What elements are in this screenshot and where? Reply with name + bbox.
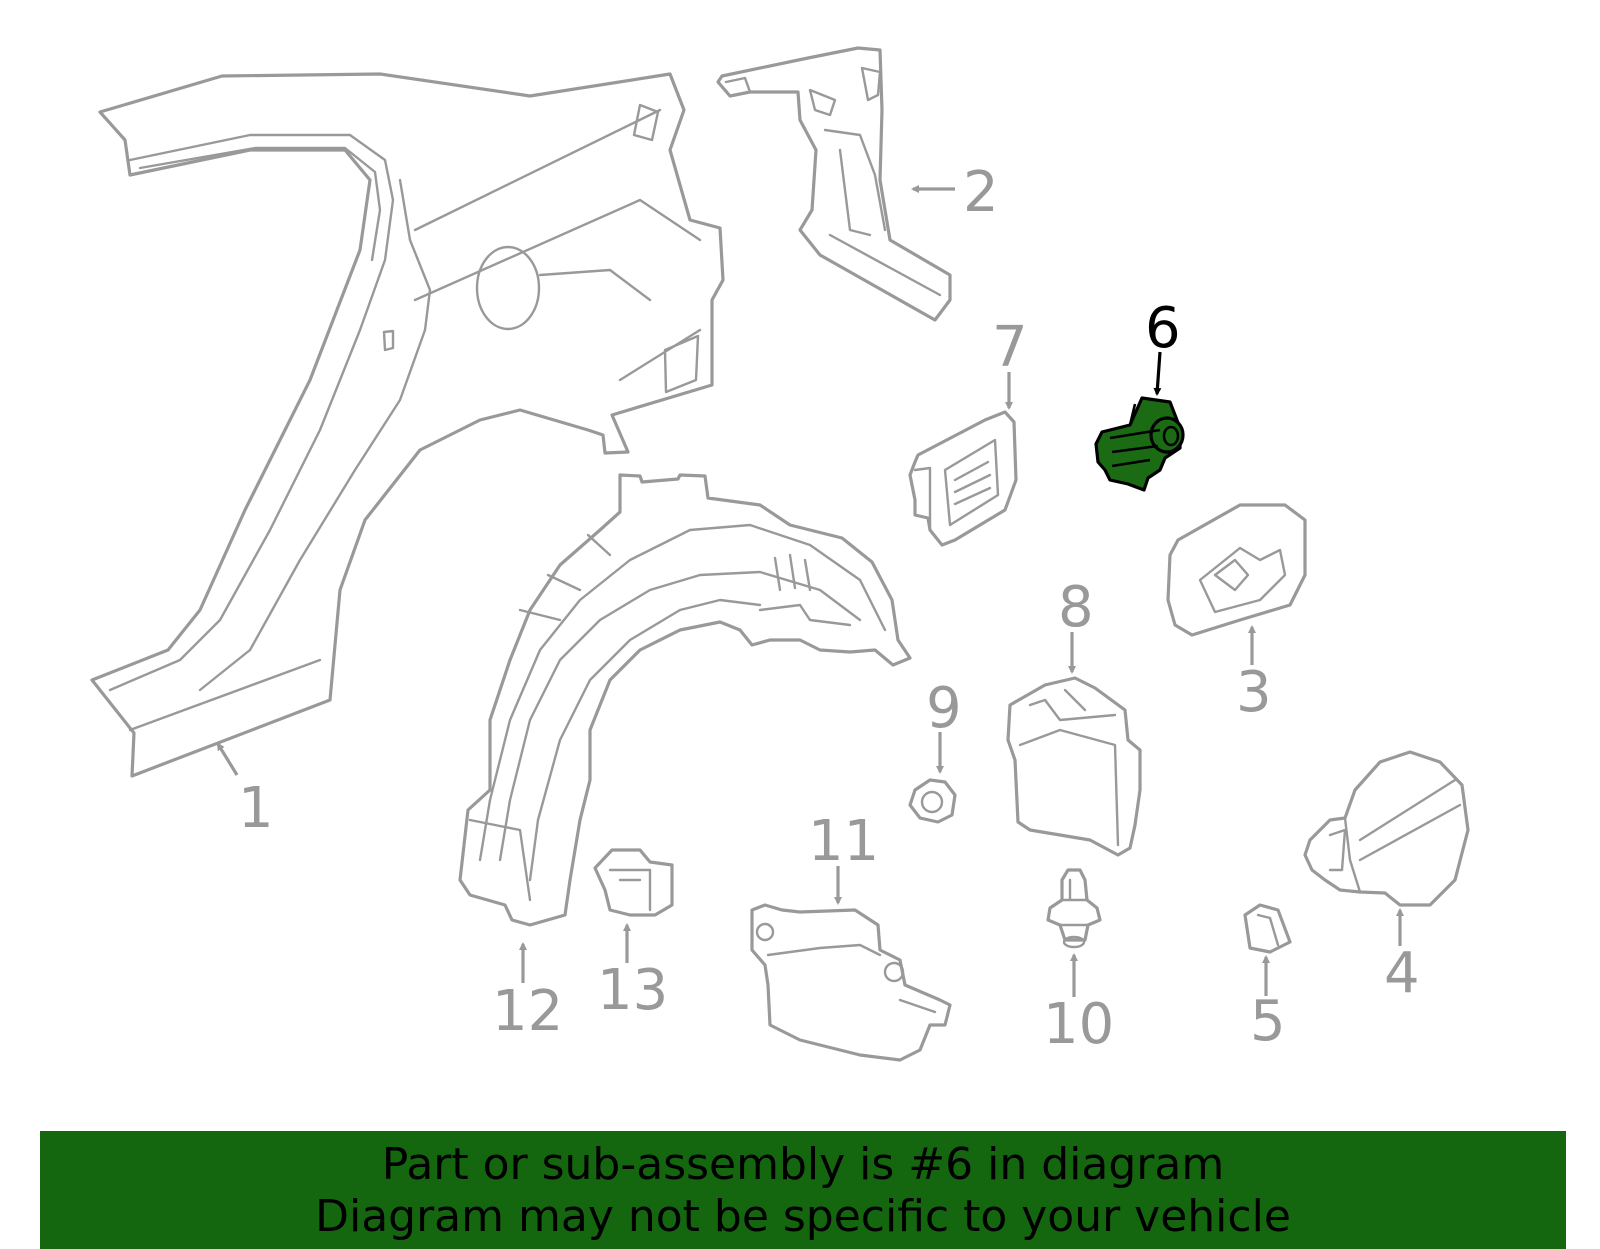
part-11-bracket[interactable] [750,903,952,1062]
part-1-quarter-panel[interactable] [90,72,725,778]
callout-4: 4 [1384,941,1420,1006]
callout-12: 12 [492,979,563,1044]
part-7-fuel-door-housing[interactable] [908,410,1018,547]
part-5-clip[interactable] [1243,903,1292,954]
callout-3: 3 [1236,660,1272,725]
callout-1-arrow [216,742,239,776]
callout-2: 2 [963,160,999,225]
banner-line-2: Diagram may not be specific to your vehi… [315,1191,1291,1242]
callout-8: 8 [1058,575,1094,640]
part-2-bracket[interactable] [716,46,952,322]
callout-10: 10 [1043,992,1114,1057]
callout-13: 13 [597,958,668,1023]
info-banner: Part or sub-assembly is #6 in diagram Di… [40,1131,1566,1249]
callout-9: 9 [926,676,962,741]
part-9-nut[interactable] [908,778,957,824]
banner-line-1: Part or sub-assembly is #6 in diagram [381,1139,1225,1190]
part-6-actuator-highlighted[interactable] [1094,396,1185,492]
part-10-push-clip[interactable] [1046,868,1102,949]
callout-5: 5 [1250,989,1286,1054]
part-13-clip[interactable] [593,848,674,917]
callout-7: 7 [992,315,1028,380]
part-4-fuel-door[interactable] [1303,750,1470,907]
part-8-splash-shield[interactable] [1006,676,1142,857]
part-12-wheel-liner[interactable] [458,473,912,927]
callout-6: 6 [1145,296,1181,361]
callout-6-arrow [1153,351,1162,396]
part-3-fuel-filler-housing[interactable] [1166,503,1307,637]
callout-11: 11 [808,809,879,874]
callout-1: 1 [238,776,274,841]
